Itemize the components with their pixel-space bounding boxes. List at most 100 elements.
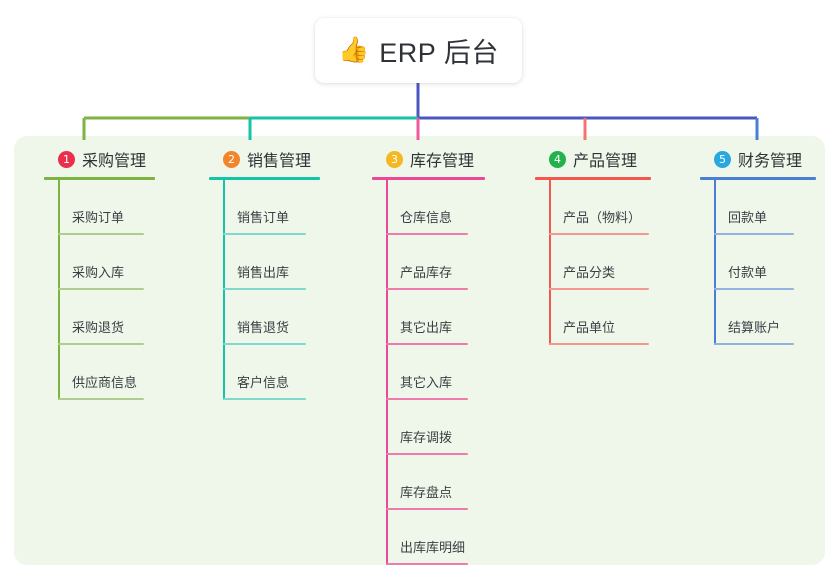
branch-item[interactable]: 销售订单 <box>201 180 320 235</box>
branch-item[interactable]: 出库库明细 <box>364 510 485 565</box>
branch-items-1: 采购订单采购入库采购退货供应商信息 <box>36 180 155 400</box>
branch-item-label: 出库库明细 <box>400 540 466 555</box>
branch-item-rule <box>714 233 794 235</box>
branch-items-5: 回款单付款单结算账户 <box>692 180 816 345</box>
branch-item-label: 采购入库 <box>72 265 125 280</box>
branch-title-5: 财务管理 <box>738 153 803 170</box>
branch-item[interactable]: 库存调拨 <box>364 400 485 455</box>
branch-column-5: 5 财务管理回款单付款单结算账户 <box>692 146 816 345</box>
branch-spine-1 <box>58 180 60 400</box>
branch-header-5[interactable]: 5 财务管理 <box>692 146 816 172</box>
branch-spine-4 <box>549 180 551 345</box>
branch-title-4: 产品管理 <box>573 153 638 170</box>
branch-item-rule <box>386 343 468 345</box>
branch-item-label: 产品（物料） <box>563 210 642 225</box>
branch-item-label: 结算账户 <box>728 320 781 335</box>
branch-item-rule <box>58 343 144 345</box>
branch-item-rule <box>223 288 306 290</box>
branch-item[interactable]: 采购入库 <box>36 235 155 290</box>
branch-rule-4 <box>535 177 651 180</box>
branch-item-rule <box>223 233 306 235</box>
branch-item[interactable]: 供应商信息 <box>36 345 155 400</box>
branch-item-rule <box>58 233 144 235</box>
branch-item-rule <box>223 398 306 400</box>
branch-badge-3: 3 <box>386 150 403 168</box>
branch-spine-3 <box>386 180 388 565</box>
branch-item-rule <box>223 343 306 345</box>
branch-item-rule <box>549 233 649 235</box>
branch-items-4: 产品（物料） 产品分类产品单位 <box>527 180 651 345</box>
branch-rule-1 <box>44 177 155 180</box>
root-title-card[interactable]: 👍 ERP 后台 <box>315 18 522 83</box>
branch-title-1: 采购管理 <box>82 153 147 170</box>
root-title-text: ERP 后台 <box>379 38 499 68</box>
branch-item-label: 产品分类 <box>563 265 616 280</box>
branch-item[interactable]: 结算账户 <box>692 290 816 345</box>
branch-item[interactable]: 库存盘点 <box>364 455 485 510</box>
branch-item-label: 其它入库 <box>400 375 453 390</box>
branch-item[interactable]: 其它入库 <box>364 345 485 400</box>
branch-item-rule <box>386 233 468 235</box>
branch-item-label: 采购退货 <box>72 320 125 335</box>
branch-header-4[interactable]: 4 产品管理 <box>527 146 651 172</box>
branch-item-label: 库存调拨 <box>400 430 453 445</box>
branch-item-rule <box>714 343 794 345</box>
branch-item-label: 其它出库 <box>400 320 453 335</box>
branch-item-rule <box>714 288 794 290</box>
branch-item-rule <box>386 398 468 400</box>
branch-header-2[interactable]: 2 销售管理 <box>201 146 320 172</box>
branch-column-2: 2 销售管理销售订单销售出库销售退货客户信息 <box>201 146 320 400</box>
branch-column-1: 1 采购管理采购订单采购入库采购退货供应商信息 <box>36 146 155 400</box>
branch-item[interactable]: 产品单位 <box>527 290 651 345</box>
branch-item-label: 产品单位 <box>563 320 616 335</box>
branch-item-rule <box>386 288 468 290</box>
branch-badge-2: 2 <box>223 150 240 168</box>
branch-badge-4: 4 <box>549 150 566 168</box>
branch-item[interactable]: 销售出库 <box>201 235 320 290</box>
branch-item[interactable]: 销售退货 <box>201 290 320 345</box>
branch-item[interactable]: 产品（物料） <box>527 180 651 235</box>
branch-rule-2 <box>209 177 320 180</box>
branch-item-label: 销售订单 <box>237 210 290 225</box>
branch-spine-2 <box>223 180 225 400</box>
branch-item-label: 库存盘点 <box>400 485 453 500</box>
branch-item-label: 供应商信息 <box>72 375 138 390</box>
branch-item-label: 销售退货 <box>237 320 290 335</box>
branch-item-label: 客户信息 <box>237 375 290 390</box>
branch-item[interactable]: 产品分类 <box>527 235 651 290</box>
branch-spine-5 <box>714 180 716 345</box>
branch-item-label: 销售出库 <box>237 265 290 280</box>
branch-item-rule <box>386 563 468 565</box>
branch-item[interactable]: 产品库存 <box>364 235 485 290</box>
branch-item[interactable]: 其它出库 <box>364 290 485 345</box>
branch-rule-3 <box>372 177 485 180</box>
branch-item-label: 回款单 <box>728 210 768 225</box>
branch-item[interactable]: 付款单 <box>692 235 816 290</box>
branch-badge-1: 1 <box>58 150 75 168</box>
branch-badge-5: 5 <box>714 150 731 168</box>
branch-item[interactable]: 回款单 <box>692 180 816 235</box>
branch-item-rule <box>386 508 468 510</box>
branch-items-3: 仓库信息产品库存其它出库其它入库库存调拨库存盘点出库库明细 <box>364 180 485 565</box>
branch-item-rule <box>549 343 649 345</box>
branch-item-label: 仓库信息 <box>400 210 453 225</box>
branch-item[interactable]: 采购订单 <box>36 180 155 235</box>
branch-items-2: 销售订单销售出库销售退货客户信息 <box>201 180 320 400</box>
branch-header-1[interactable]: 1 采购管理 <box>36 146 155 172</box>
branch-rule-5 <box>700 177 816 180</box>
branch-item[interactable]: 客户信息 <box>201 345 320 400</box>
thumbs-up-icon: 👍 <box>338 36 370 64</box>
branches-panel <box>14 136 825 565</box>
branch-item[interactable]: 采购退货 <box>36 290 155 345</box>
branch-item-rule <box>58 288 144 290</box>
branch-title-2: 销售管理 <box>247 153 312 170</box>
branch-item[interactable]: 仓库信息 <box>364 180 485 235</box>
branch-item-label: 采购订单 <box>72 210 125 225</box>
branch-item-rule <box>58 398 144 400</box>
branch-column-4: 4 产品管理产品（物料） 产品分类产品单位 <box>527 146 651 345</box>
branch-item-rule <box>549 288 649 290</box>
root-title-inner: 👍 ERP 后台 <box>338 31 499 70</box>
